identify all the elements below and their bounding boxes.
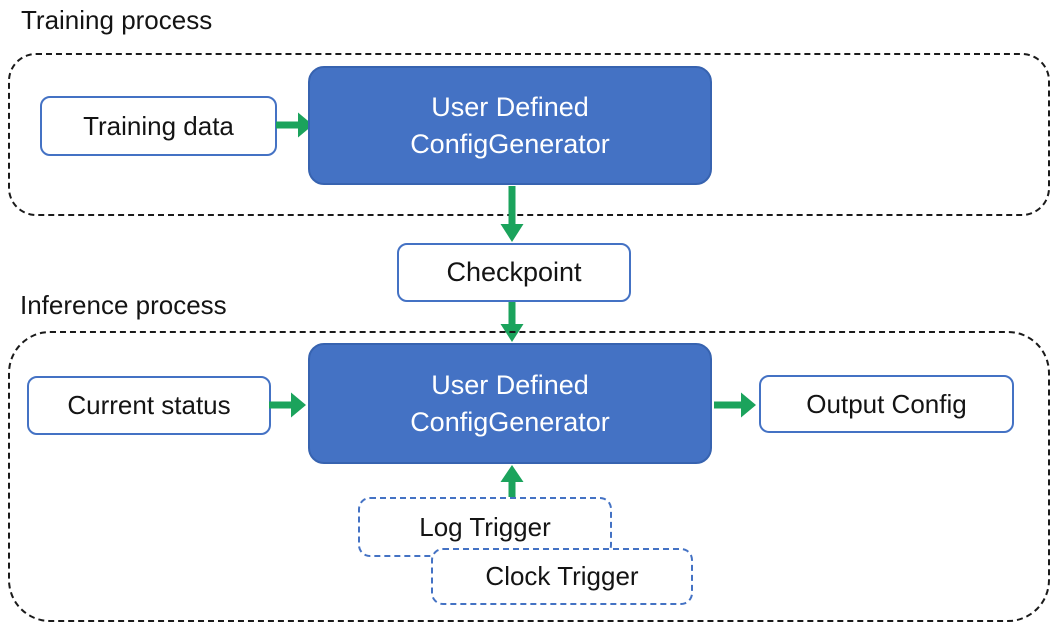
inference-generator-line2: ConfigGenerator bbox=[410, 406, 610, 437]
arrow-current-status-to-generator bbox=[269, 392, 306, 418]
inference-generator-line1: User Defined bbox=[431, 369, 589, 400]
current-status-box: Current status bbox=[27, 376, 271, 435]
arrow-triggers-to-generator bbox=[500, 465, 524, 497]
arrow-generator-to-output-config bbox=[714, 392, 756, 418]
inference-section-label: Inference process bbox=[20, 290, 227, 320]
training-generator-line1: User Defined bbox=[431, 91, 589, 122]
inference-process-container bbox=[8, 331, 1050, 622]
training-section-label: Training process bbox=[21, 5, 213, 35]
arrow-generator-to-checkpoint bbox=[500, 186, 524, 242]
checkpoint-box: Checkpoint bbox=[397, 243, 631, 302]
inference-generator-box: User Defined ConfigGenerator bbox=[308, 343, 712, 464]
training-data-box: Training data bbox=[40, 96, 277, 156]
output-config-box: Output Config bbox=[759, 375, 1014, 433]
training-generator-line2: ConfigGenerator bbox=[410, 128, 610, 159]
arrow-training-data-to-generator bbox=[276, 112, 313, 138]
training-process-container bbox=[8, 53, 1050, 216]
training-generator-box: User Defined ConfigGenerator bbox=[308, 66, 712, 185]
clock-trigger-box: Clock Trigger bbox=[431, 548, 693, 605]
